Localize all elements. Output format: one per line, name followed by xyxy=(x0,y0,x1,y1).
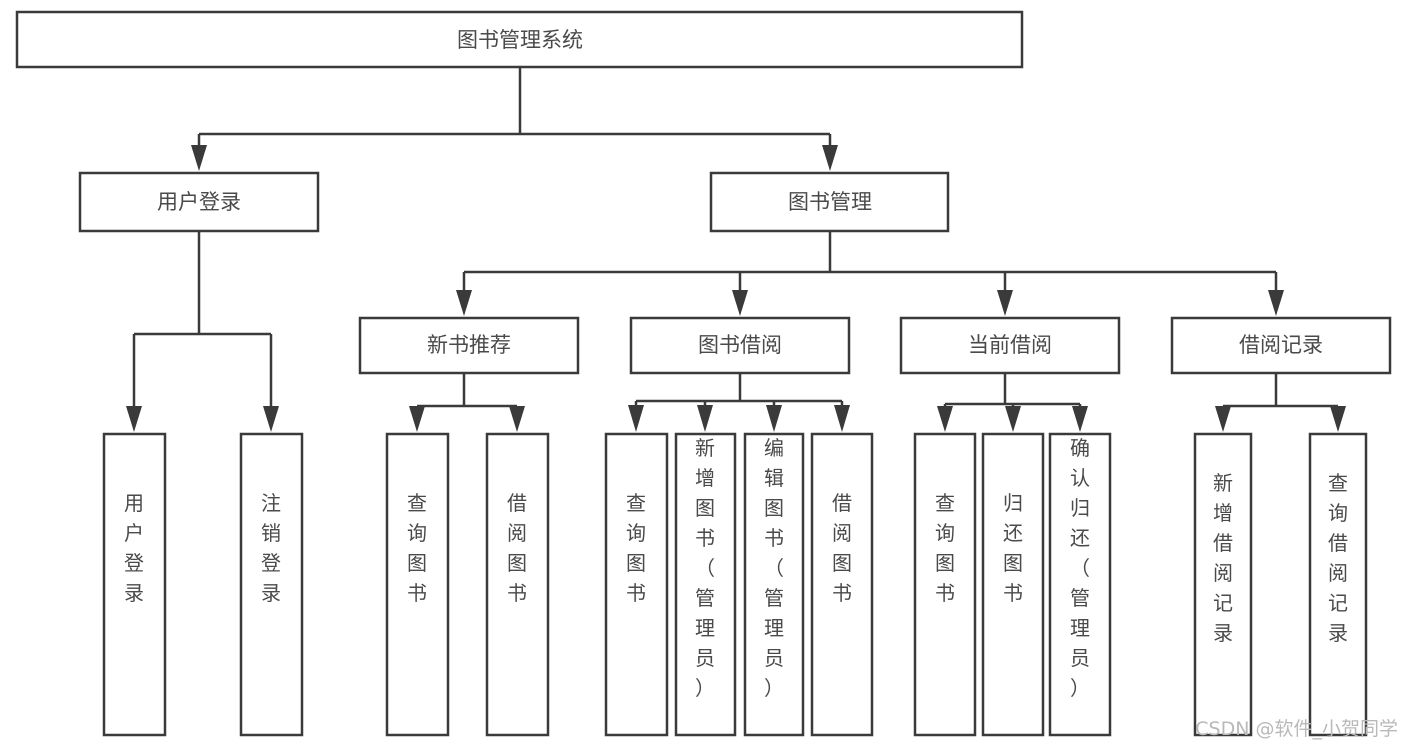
arrow-head-leaf-borrow-book-1 xyxy=(509,406,525,432)
leaf-confirm-return-admin-label: 确认归还（管理员） xyxy=(1070,436,1090,700)
leaf-borrow-book-2-box[interactable] xyxy=(810,432,874,737)
csdn-watermark: CSDN @软件_小贺同学 xyxy=(1195,718,1398,740)
node-current-borrow[interactable]: 当前借阅 xyxy=(899,316,1121,375)
leaf-confirm-return-admin[interactable]: 确认归还（管理员） xyxy=(1048,432,1112,737)
leaf-query-borrow-record-box[interactable] xyxy=(1308,432,1368,737)
leaf-query-book-3-label: 查询图书 xyxy=(935,491,955,605)
arrow-head-leaf-confirm-return-admin xyxy=(1072,406,1088,432)
arrow-head-user-login xyxy=(191,145,207,171)
arrow-head-leaf-add-borrow-record xyxy=(1215,406,1231,432)
node-book-borrow[interactable]: 图书借阅 xyxy=(629,316,851,375)
node-user-login-label: 用户登录 xyxy=(157,190,241,214)
leaf-add-book-admin[interactable]: 新增图书（管理员） xyxy=(674,432,737,737)
leaf-edit-book-admin-box[interactable] xyxy=(743,432,805,737)
node-new-book-recommend[interactable]: 新书推荐 xyxy=(358,316,580,375)
leaf-user-login[interactable]: 用户登录 xyxy=(102,432,167,737)
node-new-book-recommend-box[interactable] xyxy=(358,316,580,375)
node-user-login[interactable]: 用户登录 xyxy=(78,171,320,233)
arrow-head-leaf-user-login xyxy=(126,406,142,432)
leaf-borrow-book-1[interactable]: 借阅图书 xyxy=(485,432,550,737)
leaf-borrow-book-1-label: 借阅图书 xyxy=(507,491,527,605)
arrow-head-borrow-record xyxy=(1268,290,1284,316)
arrow-head-current-borrow xyxy=(997,290,1013,316)
arrow-head-leaf-query-book-2 xyxy=(628,405,644,432)
leaf-query-borrow-record[interactable]: 查询借阅记录 xyxy=(1308,432,1368,737)
leaf-query-borrow-record-label: 查询借阅记录 xyxy=(1328,471,1348,645)
leaf-add-borrow-record[interactable]: 新增借阅记录 xyxy=(1193,432,1253,737)
node-borrow-record[interactable]: 借阅记录 xyxy=(1170,316,1392,375)
leaf-query-book-1-label: 查询图书 xyxy=(407,491,427,605)
node-user-login-box[interactable] xyxy=(78,171,320,233)
node-book-management-box[interactable] xyxy=(709,171,950,233)
node-current-borrow-box[interactable] xyxy=(899,316,1121,375)
arrow-head-new-book-recommend xyxy=(456,290,472,316)
leaf-add-book-admin-label: 新增图书（管理员） xyxy=(695,436,715,700)
leaf-confirm-return-admin-box[interactable] xyxy=(1048,432,1112,737)
leaf-user-logout[interactable]: 注销登录 xyxy=(239,432,304,737)
arrow-head-leaf-return-book xyxy=(1005,406,1021,432)
leaf-user-logout-box[interactable] xyxy=(239,432,304,737)
leaf-return-book[interactable]: 归还图书 xyxy=(981,432,1045,737)
arrow-head-book-management xyxy=(822,145,838,171)
leaf-query-book-1[interactable]: 查询图书 xyxy=(385,432,450,737)
leaf-query-book-2-box[interactable] xyxy=(604,432,669,737)
leaf-query-book-2-label: 查询图书 xyxy=(626,491,646,605)
node-root-box[interactable] xyxy=(15,10,1024,69)
arrow-head-leaf-user-logout xyxy=(263,406,279,432)
arrow-head-leaf-query-borrow-record xyxy=(1330,406,1346,432)
node-root[interactable]: 图书管理系统 xyxy=(15,10,1024,69)
node-book-borrow-box[interactable] xyxy=(629,316,851,375)
leaf-query-book-3-box[interactable] xyxy=(913,432,977,737)
leaf-add-borrow-record-box[interactable] xyxy=(1193,432,1253,737)
node-borrow-record-box[interactable] xyxy=(1170,316,1392,375)
arrow-head-leaf-borrow-book-2 xyxy=(834,405,850,432)
node-book-management-label: 图书管理 xyxy=(788,190,872,214)
node-book-management[interactable]: 图书管理 xyxy=(709,171,950,233)
arrow-head-leaf-query-book-1 xyxy=(409,406,425,432)
leaf-edit-book-admin-label: 编辑图书（管理员） xyxy=(764,436,784,700)
leaf-borrow-book-2[interactable]: 借阅图书 xyxy=(810,432,874,737)
arrow-head-book-borrow xyxy=(732,290,748,316)
leaf-user-login-box[interactable] xyxy=(102,432,167,737)
connector-layer xyxy=(126,67,1346,432)
leaf-query-book-1-box[interactable] xyxy=(385,432,450,737)
node-root-label: 图书管理系统 xyxy=(457,28,583,52)
arrow-head-leaf-add-book-admin xyxy=(697,405,713,432)
leaf-return-book-box[interactable] xyxy=(981,432,1045,737)
leaf-add-borrow-record-label: 新增借阅记录 xyxy=(1213,471,1233,645)
arrow-head-leaf-query-book-3 xyxy=(937,406,953,432)
leaf-user-login-label: 用户登录 xyxy=(124,491,144,605)
leaf-query-book-2[interactable]: 查询图书 xyxy=(604,432,669,737)
node-new-book-recommend-label: 新书推荐 xyxy=(427,333,511,357)
leaf-borrow-book-1-box[interactable] xyxy=(485,432,550,737)
leaf-user-logout-label: 注销登录 xyxy=(261,491,281,605)
leaf-add-book-admin-box[interactable] xyxy=(674,432,737,737)
arrow-head-leaf-edit-book-admin xyxy=(766,405,782,432)
node-borrow-record-label: 借阅记录 xyxy=(1239,333,1323,357)
leaf-edit-book-admin[interactable]: 编辑图书（管理员） xyxy=(743,432,805,737)
leaf-query-book-3[interactable]: 查询图书 xyxy=(913,432,977,737)
leaf-borrow-book-2-label: 借阅图书 xyxy=(832,491,852,605)
node-current-borrow-label: 当前借阅 xyxy=(968,333,1052,357)
leaf-return-book-label: 归还图书 xyxy=(1003,491,1023,605)
node-book-borrow-label: 图书借阅 xyxy=(698,333,782,357)
